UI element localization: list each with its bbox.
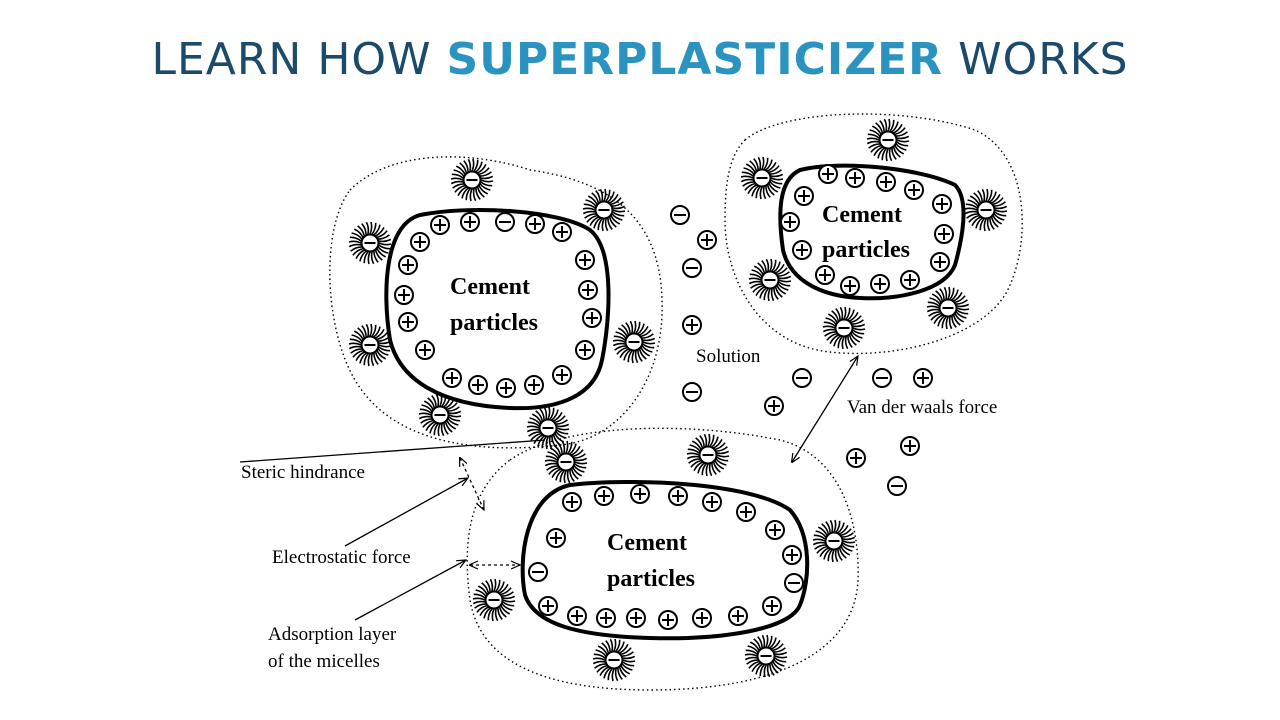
title-suffix: WORKS (943, 34, 1129, 85)
adsorption-layer-right (724, 113, 1023, 355)
solution-label: Solution (696, 346, 761, 367)
steric-pointer-line (239, 439, 546, 463)
left-particle-label-line2: particles (450, 310, 538, 336)
micelle-icon (740, 156, 784, 200)
micelle-icon (472, 578, 516, 622)
bottom-particle-label-line1: Cement (607, 530, 687, 556)
ions-left-particle (394, 212, 602, 398)
micelle-icon (526, 406, 570, 450)
micelle-icon (748, 258, 792, 302)
ions-right-particle (780, 164, 954, 296)
micelle-icon (964, 188, 1008, 232)
micelle-icon (450, 158, 494, 202)
micelle-icon (348, 323, 392, 367)
van-der-waals-label: Van der waals force (847, 397, 997, 418)
title-highlight: SUPERPLASTICIZER (446, 34, 944, 85)
cement-particle-right-outline (778, 163, 966, 301)
page-title: LEARN HOW SUPERPLASTICIZER WORKS (0, 34, 1280, 85)
micelle-icon (812, 519, 856, 563)
bottom-particle-label-line2: particles (607, 566, 695, 592)
micelle-icon (582, 188, 626, 232)
steric-dashed-arrow (460, 458, 484, 510)
adsorption-label-line2: of the micelles (268, 651, 380, 672)
van-der-waals-arrow (792, 356, 858, 462)
adsorption-layer-bottom (466, 427, 859, 691)
micelle-icon (926, 286, 970, 330)
micelles (348, 118, 1008, 682)
micelle-icon (744, 634, 788, 678)
micelle-icon (348, 221, 392, 265)
right-particle-label-line2: particles (822, 237, 910, 263)
right-particle-label-line1: Cement (822, 202, 902, 228)
adsorption-pointer-line (354, 560, 466, 621)
micelle-icon (822, 306, 866, 350)
micelle-icon (686, 433, 730, 477)
micelle-icon (544, 440, 588, 484)
steric-hindrance-label: Steric hindrance (241, 462, 365, 483)
electrostatic-pointer-line (344, 478, 468, 547)
electrostatic-force-label: Electrostatic force (272, 547, 411, 568)
title-prefix: LEARN HOW (151, 34, 447, 85)
micelle-icon (418, 393, 462, 437)
micelle-icon (866, 118, 910, 162)
micelle-icon (612, 320, 656, 364)
micelle-icon (592, 638, 636, 682)
cement-particle-bottom-outline (520, 480, 810, 641)
ions-bottom-particle (528, 484, 804, 630)
cement-particle-left-outline (384, 208, 611, 411)
adsorption-label-line1: Adsorption layer (268, 624, 397, 645)
left-particle-label-line1: Cement (450, 274, 530, 300)
